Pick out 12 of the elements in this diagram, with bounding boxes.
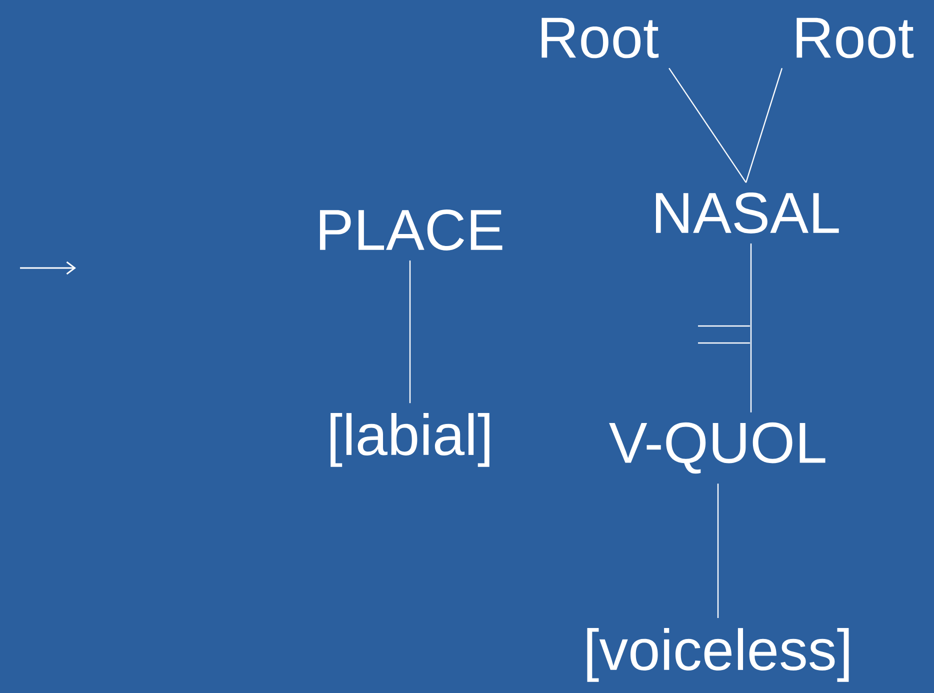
label-text: PLACE bbox=[320, 210, 502, 250]
connector-line bbox=[409, 260, 411, 404]
connector-line bbox=[750, 243, 752, 412]
label-text: Root bbox=[542, 18, 659, 58]
connector-line bbox=[745, 68, 783, 183]
connector-line bbox=[717, 484, 719, 618]
label-text: Root bbox=[796, 18, 914, 58]
label-text: V-QUOL bbox=[609, 422, 826, 474]
label-text: [voiceless] bbox=[587, 628, 849, 682]
label-text: [labial] bbox=[330, 413, 490, 467]
label-text: NASAL bbox=[656, 192, 839, 234]
connector-line bbox=[668, 68, 746, 183]
